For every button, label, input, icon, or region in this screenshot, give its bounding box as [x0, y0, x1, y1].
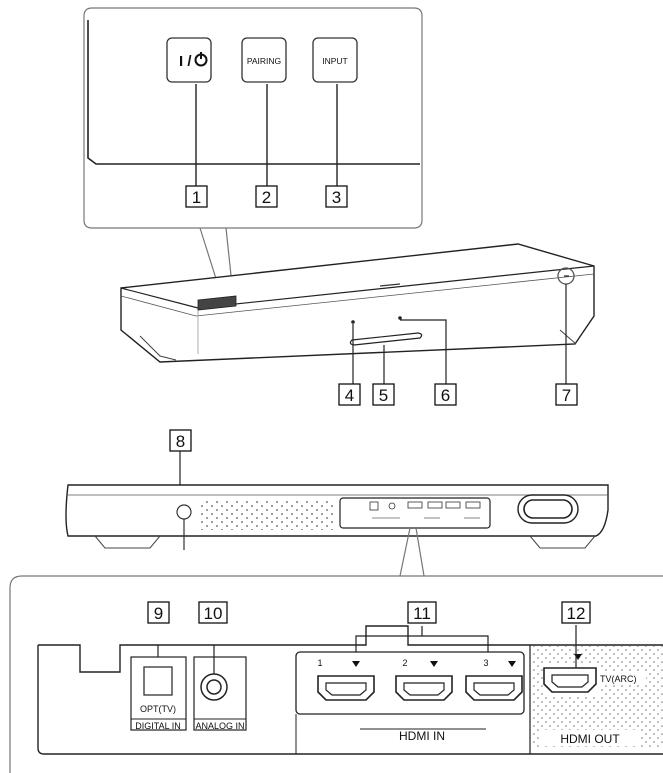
pairing-label: PAIRING: [247, 56, 281, 66]
tv-arc-label: TV(ARC): [600, 674, 637, 684]
down-triangle-icon: [508, 661, 516, 667]
callout-11: 11: [407, 601, 437, 624]
down-triangle-icon: [430, 661, 438, 667]
soundbar-front-view: [120, 243, 595, 384]
svg-text:2: 2: [262, 188, 271, 207]
callout-5: 5: [372, 383, 395, 406]
top-panel-zoom: I / PAIRING INPUT: [83, 7, 423, 305]
svg-text:9: 9: [154, 604, 163, 623]
svg-text:8: 8: [176, 432, 185, 451]
callout-9: 9: [147, 601, 170, 624]
power-bar-label: I /: [179, 53, 192, 70]
callout-10: 10: [198, 601, 228, 624]
analog-in-label: ANALOG IN: [195, 721, 244, 731]
hdmi-in-port-3: 3: [465, 658, 523, 701]
svg-text:7: 7: [562, 386, 571, 405]
down-triangle-icon: [352, 661, 360, 667]
soundbar-rear-view: [65, 484, 609, 577]
callout-4: 4: [338, 383, 361, 406]
power-button[interactable]: I /: [166, 37, 212, 83]
svg-text:12: 12: [567, 604, 586, 623]
svg-text:3: 3: [332, 188, 341, 207]
callout-12: 12: [561, 601, 591, 624]
digital-in-optical-port: OPT(TV) DIGITAL IN: [130, 656, 187, 731]
svg-text:5: 5: [379, 386, 388, 405]
pairing-button[interactable]: PAIRING: [241, 37, 287, 83]
hdmi-in-label: HDMI IN: [399, 729, 445, 743]
opt-tv-label: OPT(TV): [140, 704, 176, 714]
digital-in-label: DIGITAL IN: [135, 721, 181, 731]
svg-text:1: 1: [317, 658, 322, 668]
callout-6: 6: [434, 383, 457, 406]
analog-in-port: ANALOG IN: [193, 656, 247, 731]
callout-8: 8: [169, 429, 192, 452]
callout-7: 7: [555, 383, 578, 406]
callout-3: 3: [325, 185, 348, 208]
hdmi-in-port-1: 1: [317, 658, 375, 701]
svg-text:10: 10: [204, 604, 223, 623]
svg-text:1: 1: [192, 188, 201, 207]
callout-2: 2: [255, 185, 278, 208]
input-button[interactable]: INPUT: [312, 37, 358, 83]
input-label: INPUT: [322, 56, 348, 66]
power-icon: [194, 52, 208, 67]
svg-text:11: 11: [413, 604, 431, 623]
hdmi-out-port: TV(ARC): [543, 654, 646, 697]
svg-text:6: 6: [441, 386, 450, 405]
hdmi-in-port-2: 2: [395, 658, 453, 701]
svg-text:4: 4: [345, 386, 354, 405]
hdmi-out-label: HDMI OUT: [560, 732, 620, 746]
svg-text:2: 2: [402, 658, 407, 668]
svg-text:3: 3: [483, 658, 488, 668]
callout-1: 1: [185, 185, 208, 208]
